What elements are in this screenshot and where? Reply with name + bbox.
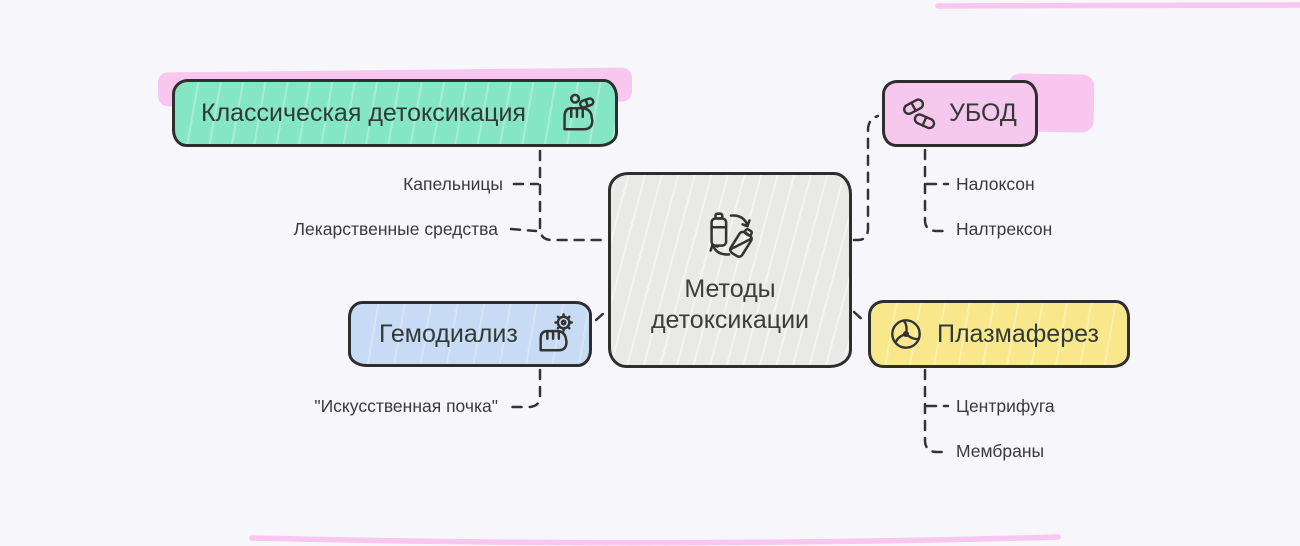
hand-pills-icon (563, 93, 595, 131)
hand-gear-icon (539, 313, 573, 352)
center-title: Методы детоксикации (650, 275, 810, 334)
connector-leaf-tick (509, 227, 538, 233)
connector-classic-center (538, 149, 606, 242)
pills-icon (903, 97, 936, 129)
centrifuge-swirl-icon (891, 319, 921, 349)
connector-hemo-center (594, 310, 607, 322)
connector-plasma-center (852, 310, 866, 323)
leaf-nalokson: Налоксон (956, 174, 1035, 194)
node-label: УБОД (949, 99, 1017, 127)
node-center-methods: Методы детоксикации (608, 172, 852, 368)
node-label: Классическая детоксикация (201, 98, 526, 127)
node-classic-detox: Классическая детоксикация (172, 79, 618, 147)
connector-hemo-leaf (509, 368, 542, 409)
leaf-iskusstvennaya-pochka: "Искусственная почка" (314, 396, 498, 416)
leaf-membrany: Мембраны (956, 441, 1045, 461)
node-label: Плазмаферез (937, 319, 1099, 348)
node-hemodialysis: Гемодиализ (348, 301, 592, 367)
leaf-naltrekson: Налтрексон (956, 219, 1053, 239)
node-label: Гемодиализ (379, 319, 518, 348)
connector-ubod-leaves (923, 148, 950, 233)
leaf-tsentrifuga: Центрифуга (956, 396, 1055, 416)
node-ubod: УБОД (882, 80, 1038, 147)
leaf-lekarstvennye-sredstva: Лекарственные средства (293, 219, 498, 239)
decorative-stroke-bottom (249, 534, 1061, 546)
connector-plasma-leaves (923, 368, 950, 454)
decorative-stroke-top (935, 2, 1300, 9)
leaf-kapelnitsy: Капельницы (403, 174, 503, 194)
node-plasmapheresis: Плазмаферез (868, 300, 1130, 368)
battery-recycle-icon (709, 212, 754, 258)
connector-ubod-center (852, 114, 880, 242)
